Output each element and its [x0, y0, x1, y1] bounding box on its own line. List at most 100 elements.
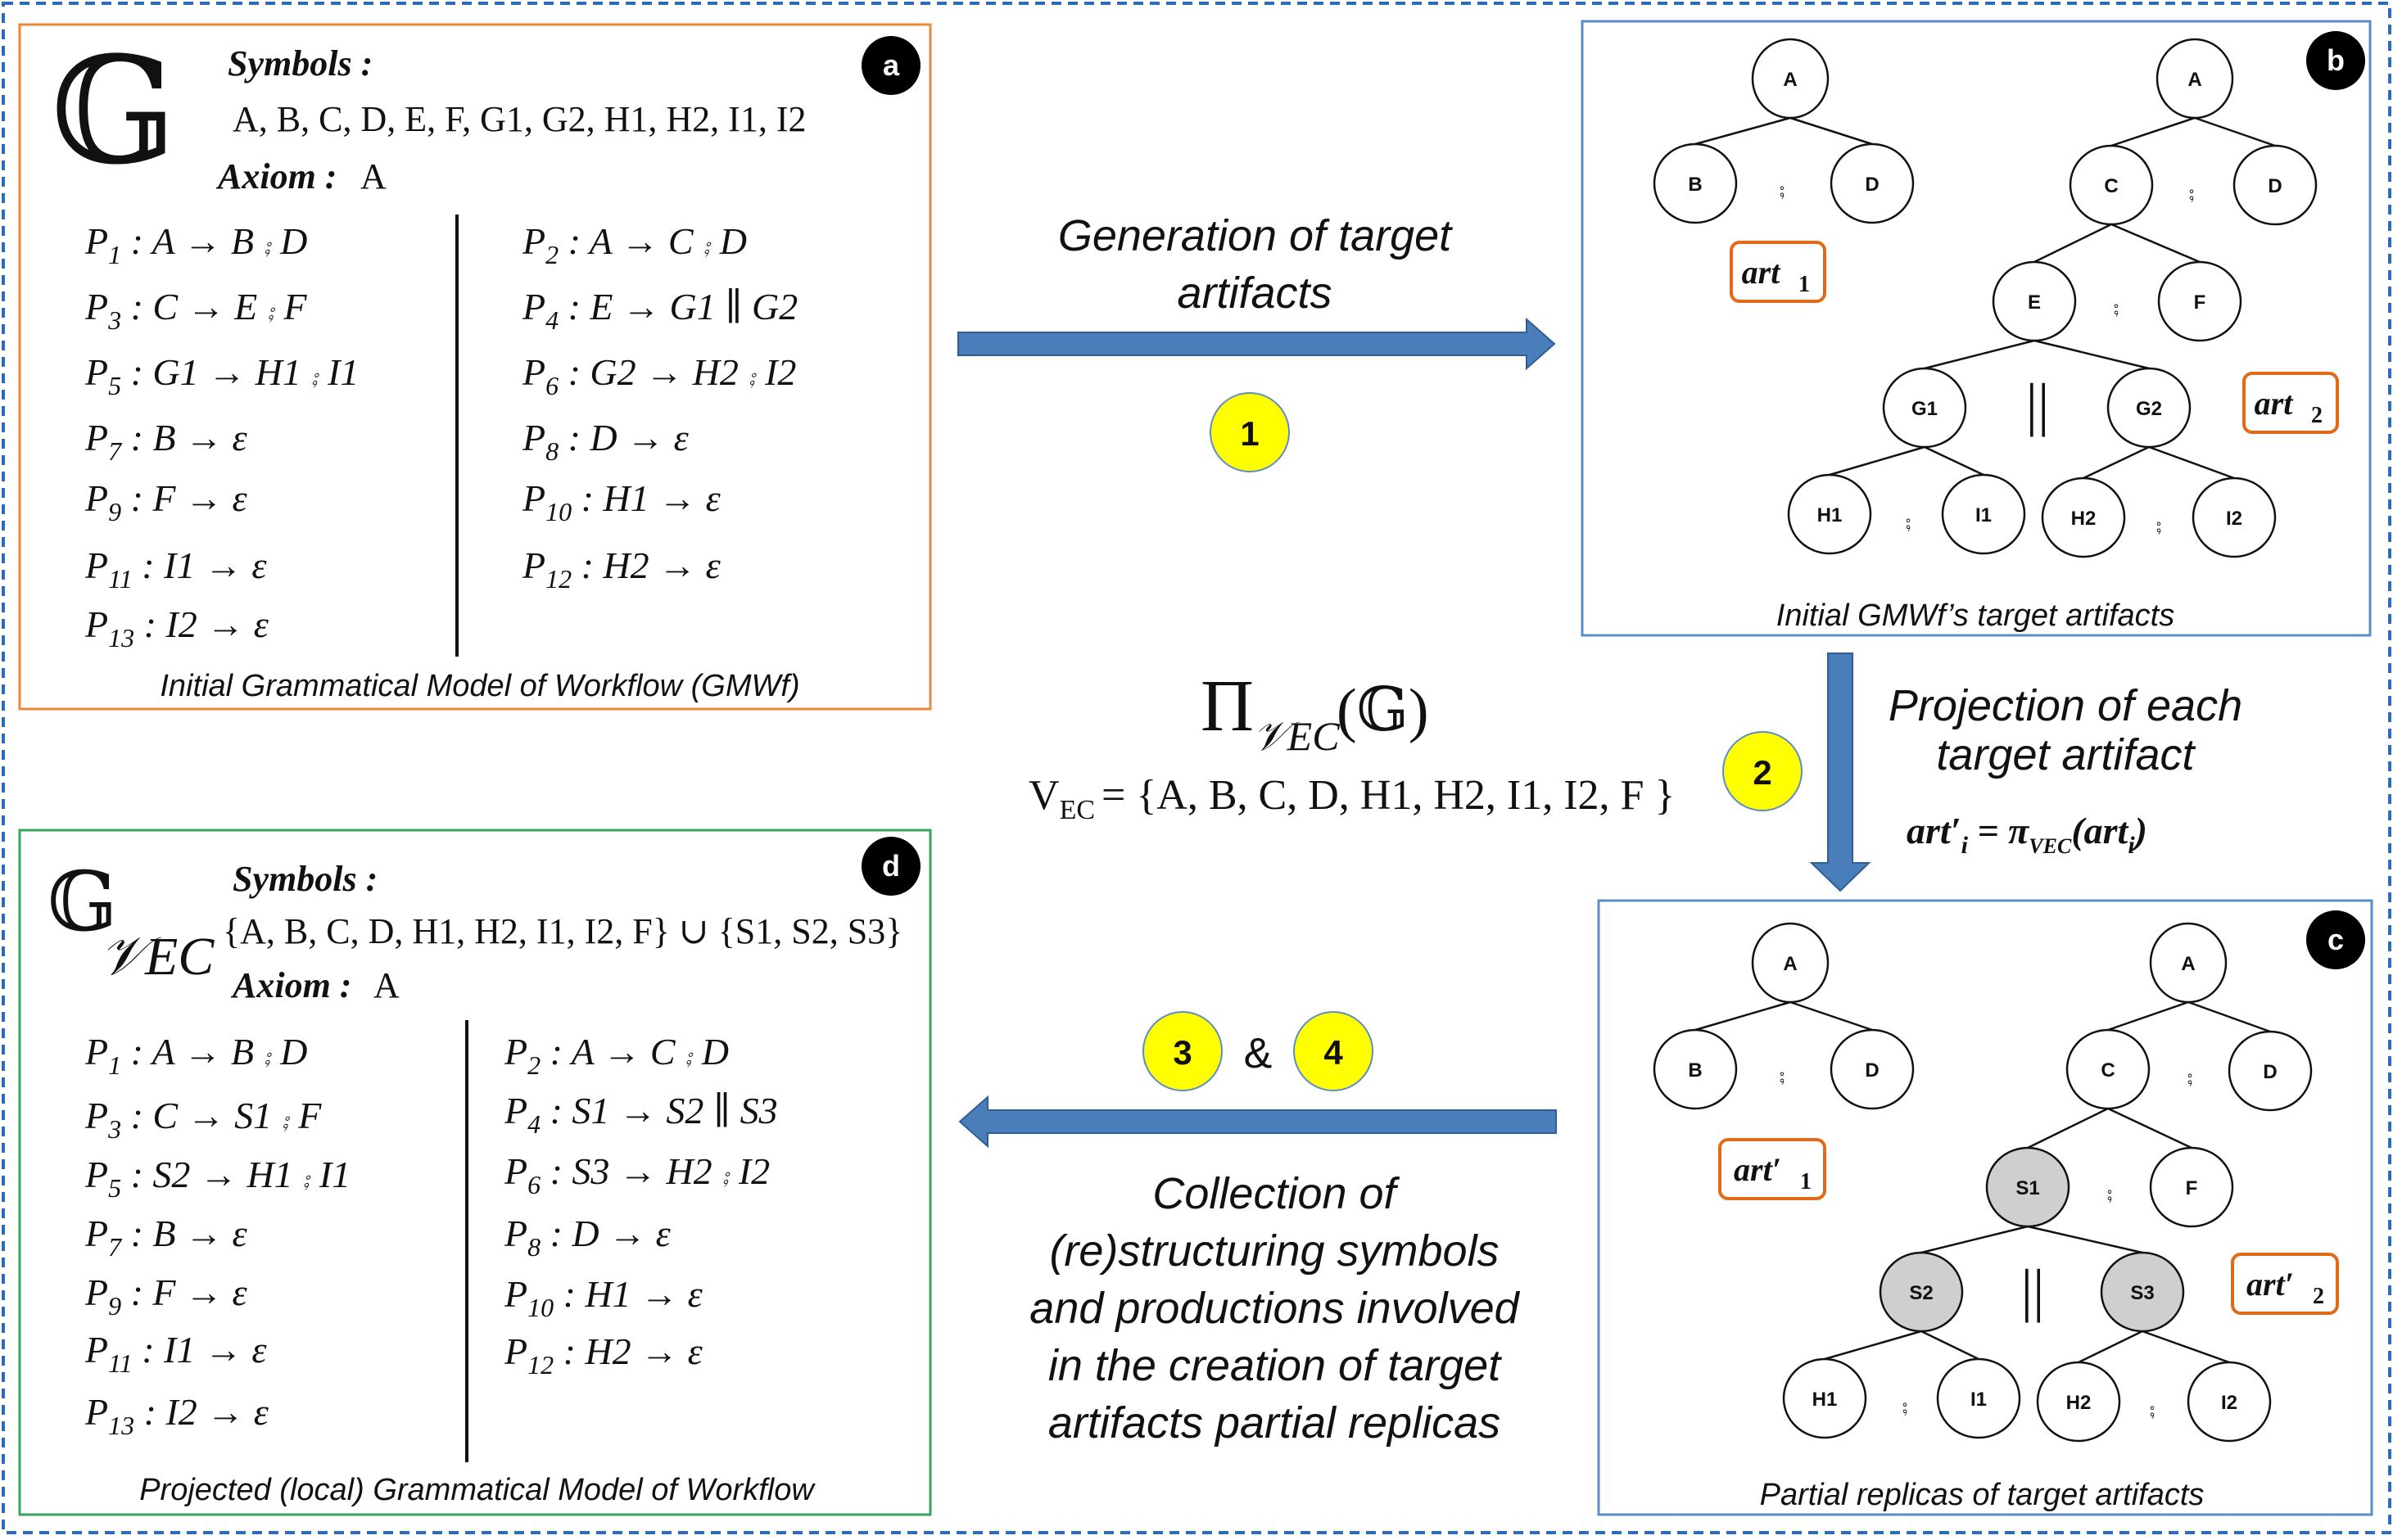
d-production-12: P12 : H2 → ε [504, 1330, 703, 1380]
production-index: 12 [545, 564, 572, 594]
tree-node-d [2228, 1030, 2313, 1112]
tree-node-h1 [1787, 473, 1872, 555]
tree-node-label: S2 [1909, 1282, 1933, 1304]
production-rule: : S1 → S2 ∥ S3 [541, 1090, 778, 1131]
production-index: 9 [108, 1291, 121, 1321]
tree-node-i2 [2192, 476, 2277, 558]
tree-node-label: F [2186, 1177, 2198, 1199]
symbols-list: A, B, C, D, E, F, G1, G2, H1, H2, I1, I2 [233, 99, 806, 139]
projected-grammar-symbol: 𝔾 [47, 857, 117, 948]
a-production-6: P6 : G2 → H2 ⨾ I2 [522, 351, 796, 400]
art1-prime-label-text: art′ [1734, 1151, 1781, 1188]
production-index: 13 [108, 623, 134, 653]
arrow-down [1809, 653, 1871, 892]
step-1: Generation of target artifacts 1 [957, 211, 1556, 472]
step34-text-line: in the creation of target [1048, 1341, 1502, 1390]
tree-node-h2 [2041, 476, 2126, 558]
arrow-right [957, 317, 1556, 371]
production-rule: : H2 → ε [572, 544, 722, 586]
sequence-operator: ⨾ [2113, 285, 2119, 322]
production-index: 3 [107, 305, 121, 335]
formula-lhs: art′ [1907, 810, 1961, 851]
tree-edge [2027, 1107, 2109, 1149]
production-name: P [84, 220, 108, 262]
tree-node-c [2065, 1028, 2151, 1110]
tree-node-label: H2 [2071, 508, 2097, 530]
art2-prime-label-box [2231, 1253, 2339, 1315]
tree-edge [2110, 116, 2196, 147]
tree-node-label: C [2101, 1059, 2115, 1082]
production-name: P [84, 1391, 108, 1433]
a-production-1: P1 : A → B ⨾ D [84, 220, 307, 269]
art2-label: art [2255, 385, 2295, 422]
pi-sub: 𝒱EC [1253, 713, 1340, 759]
production-name: P [504, 1031, 527, 1073]
panel-b-badge-label: b [2327, 43, 2345, 77]
production-name: P [84, 351, 108, 393]
tree-node-a [2156, 38, 2234, 120]
vec-set: = {A, B, C, D, H1, H2, I1, I2, F } [1102, 772, 1675, 819]
tree-node-label: S3 [2130, 1282, 2154, 1304]
a-production-11: P11 : I1 → ε [84, 544, 267, 594]
production-rule: : A → B ⨾ D [121, 220, 307, 262]
step34-text-line: artifacts partial replicas [1048, 1398, 1500, 1447]
step2-badge [1722, 731, 1803, 811]
d-axiom-value: A [373, 965, 400, 1005]
d-production-7: P7 : B → ε [84, 1213, 248, 1262]
d-production-2: P2 : A → C ⨾ D [504, 1031, 729, 1080]
production-index: 5 [108, 371, 121, 400]
art1-prime-label-sub: 1 [1800, 1169, 1812, 1195]
tree-edge [1694, 1000, 1791, 1032]
production-name: P [522, 544, 545, 586]
art1-label-box [1730, 241, 1826, 303]
production-name: P [522, 286, 545, 327]
tree-node-label: A [1783, 69, 1797, 91]
a-production-7: P7 : B → ε [84, 417, 248, 466]
step34-amp: & [1244, 1030, 1273, 1077]
tree-edge [2107, 1000, 2189, 1032]
pi-arg: (𝔾) [1337, 677, 1428, 744]
productions-left: P1 : A → B ⨾ DP3 : C → E ⨾ FP5 : G1 → H1… [84, 220, 359, 653]
tree-edge [2110, 223, 2201, 264]
tree-node-label: H1 [1812, 1389, 1838, 1411]
production-rule: : S2 → H1 ⨾ I1 [121, 1154, 351, 1195]
tree-node-label: C [2104, 175, 2118, 197]
step1-text-line2: artifacts [1177, 269, 1332, 318]
sequence-operator: ⨾ [2149, 1387, 2156, 1424]
sequence-operator: ⨾ [2156, 503, 2162, 540]
tree-node-label: A [2187, 69, 2201, 91]
a-production-13: P13 : I2 → ε [84, 603, 269, 653]
production-index: 10 [527, 1293, 554, 1322]
panel-a-badge-label: a [883, 48, 900, 82]
tree-edge [2142, 1330, 2230, 1364]
tree-edge [2027, 1225, 2143, 1254]
tree-node-s2 [1879, 1251, 1964, 1333]
tree-edge [2187, 1000, 2271, 1033]
a-production-5: P5 : G1 → H1 ⨾ I1 [84, 351, 359, 400]
a-production-2: P2 : A → C ⨾ D [522, 220, 747, 269]
production-name: P [84, 1154, 108, 1195]
center-projection: Π 𝒱EC (𝔾) VEC= {A, B, C, D, H1, H2, I1, … [1029, 666, 1675, 825]
d-production-13: P13 : I2 → ε [84, 1391, 269, 1440]
panel-b-badge [2306, 31, 2365, 90]
production-rule: : H2 → ε [554, 1330, 703, 1372]
tree-edge [1829, 445, 1925, 476]
vec-label-text: V [1029, 772, 1060, 819]
step2-number: 2 [1753, 753, 1771, 792]
art2-label-box [2242, 372, 2339, 434]
d-production-10: P10 : H1 → ε [504, 1273, 703, 1322]
art1-label: art [1742, 254, 1782, 291]
d-symbols-label: Symbols : [233, 859, 378, 899]
tree-node-e [1992, 260, 2077, 342]
tree-edge [1694, 116, 1791, 146]
production-rule: : B → ε [121, 417, 247, 458]
panel-a: a 𝔾 Symbols : A, B, C, D, E, F, G1, G2, … [18, 23, 932, 711]
tree-node-a [1751, 922, 1830, 1004]
d-axiom-label: Axiom : [230, 965, 351, 1005]
production-index: 4 [545, 305, 559, 335]
tree-edge [1789, 1000, 1873, 1032]
production-rule: : S3 → H2 ⨾ I2 [541, 1150, 770, 1192]
